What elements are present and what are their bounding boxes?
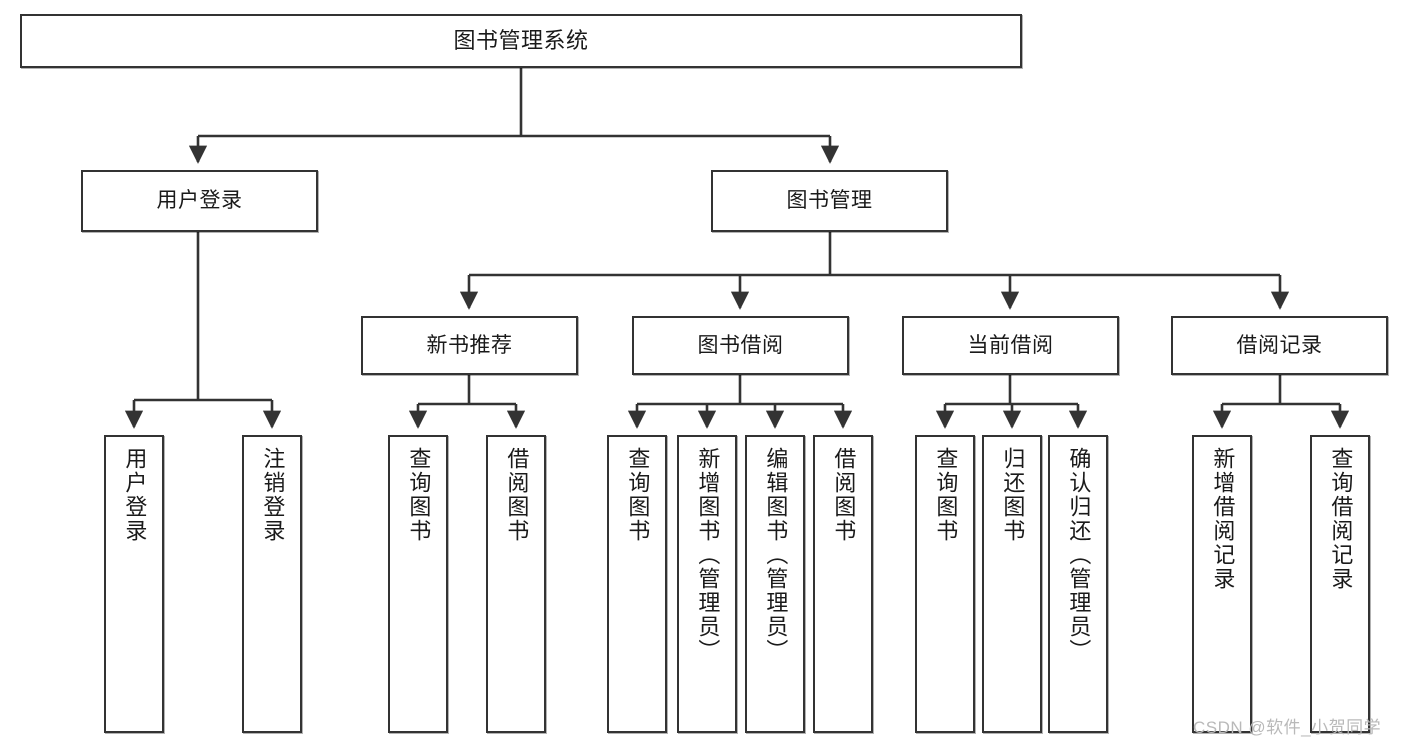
node-leaf-query-record[interactable]: 查询借阅记录 bbox=[1310, 435, 1370, 733]
node-leaf-add-record-label: 新增借阅记录 bbox=[1210, 447, 1236, 591]
node-new-book-rec-label: 新书推荐 bbox=[426, 333, 513, 357]
node-leaf-confirm-return[interactable]: 确认归还（管理员） bbox=[1048, 435, 1108, 733]
node-new-book-rec[interactable]: 新书推荐 bbox=[361, 316, 578, 375]
node-leaf-logout[interactable]: 注销登录 bbox=[242, 435, 302, 733]
node-leaf-return-book-label: 归还图书 bbox=[1000, 447, 1026, 543]
node-leaf-borrow-book-2[interactable]: 借阅图书 bbox=[813, 435, 873, 733]
node-root-label: 图书管理系统 bbox=[453, 27, 589, 53]
node-leaf-return-book[interactable]: 归还图书 bbox=[982, 435, 1042, 733]
node-leaf-add-record[interactable]: 新增借阅记录 bbox=[1192, 435, 1252, 733]
node-leaf-borrow-book-2-label: 借阅图书 bbox=[831, 447, 857, 543]
node-leaf-query-book-1-label: 查询图书 bbox=[406, 447, 432, 543]
node-leaf-borrow-book-1-label: 借阅图书 bbox=[504, 447, 530, 543]
node-leaf-borrow-book-1[interactable]: 借阅图书 bbox=[486, 435, 546, 733]
node-leaf-logout-label: 注销登录 bbox=[260, 447, 286, 543]
node-leaf-user-login-label: 用户登录 bbox=[122, 447, 148, 543]
node-leaf-confirm-return-label: 确认归还（管理员） bbox=[1066, 447, 1092, 663]
node-leaf-query-book-2-label: 查询图书 bbox=[625, 447, 651, 543]
node-user-login[interactable]: 用户登录 bbox=[81, 170, 318, 232]
node-root[interactable]: 图书管理系统 bbox=[20, 14, 1022, 68]
node-book-manage-label: 图书管理 bbox=[786, 189, 873, 213]
node-leaf-query-book-2[interactable]: 查询图书 bbox=[607, 435, 667, 733]
node-current-borrow-label: 当前借阅 bbox=[967, 333, 1054, 357]
node-leaf-edit-book-label: 编辑图书（管理员） bbox=[763, 447, 789, 663]
node-leaf-query-record-label: 查询借阅记录 bbox=[1328, 447, 1354, 591]
node-book-borrow-label: 图书借阅 bbox=[697, 333, 784, 357]
node-borrow-record[interactable]: 借阅记录 bbox=[1171, 316, 1388, 375]
node-leaf-query-book-1[interactable]: 查询图书 bbox=[388, 435, 448, 733]
node-borrow-record-label: 借阅记录 bbox=[1236, 333, 1323, 357]
node-current-borrow[interactable]: 当前借阅 bbox=[902, 316, 1119, 375]
node-leaf-add-book-label: 新增图书（管理员） bbox=[695, 447, 721, 663]
watermark-text: CSDN @软件_小贺同学 bbox=[1193, 718, 1382, 737]
node-leaf-user-login[interactable]: 用户登录 bbox=[104, 435, 164, 733]
node-book-manage[interactable]: 图书管理 bbox=[711, 170, 948, 232]
node-book-borrow[interactable]: 图书借阅 bbox=[632, 316, 849, 375]
node-leaf-edit-book[interactable]: 编辑图书（管理员） bbox=[745, 435, 805, 733]
node-user-login-label: 用户登录 bbox=[156, 189, 243, 213]
node-leaf-query-book-3[interactable]: 查询图书 bbox=[915, 435, 975, 733]
node-leaf-add-book[interactable]: 新增图书（管理员） bbox=[677, 435, 737, 733]
node-leaf-query-book-3-label: 查询图书 bbox=[933, 447, 959, 543]
